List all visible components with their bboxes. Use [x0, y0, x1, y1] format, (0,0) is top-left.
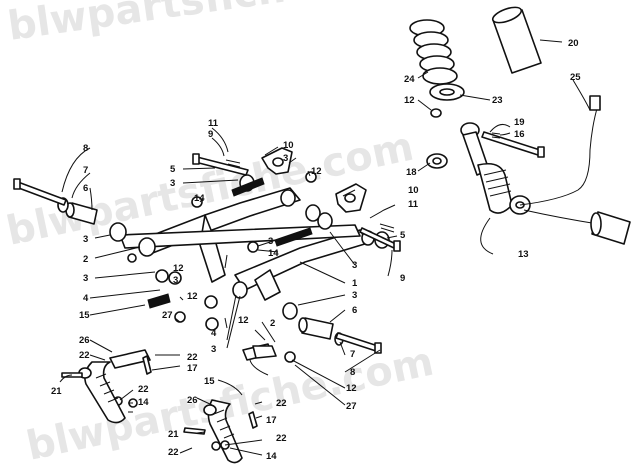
label-21-right: 21 — [168, 429, 179, 440]
label-11-top: 11 — [208, 118, 219, 129]
bolt-long-left — [13, 178, 67, 206]
label-2-left: 2 — [83, 254, 88, 265]
label-22-c: 22 — [276, 398, 287, 409]
label-14-c: 14 — [266, 451, 277, 462]
cotter-pins — [225, 132, 501, 233]
label-25: 25 — [570, 72, 581, 83]
label-12-e: 12 — [187, 291, 198, 302]
handle-arm-left — [78, 349, 151, 424]
label-16: 16 — [514, 129, 525, 140]
label-24: 24 — [404, 74, 415, 85]
label-3-d: 3 — [352, 290, 357, 301]
handle-arm-right — [203, 343, 277, 464]
shock-boot — [491, 6, 542, 74]
label-3-mid: 3 — [268, 236, 273, 247]
spring-coil — [409, 19, 458, 85]
label-27-mid: 27 — [162, 310, 173, 321]
label-22-d: 22 — [276, 433, 287, 444]
bolt-upper-left — [192, 153, 249, 176]
label-13: 13 — [518, 249, 529, 260]
label-7-left: 7 — [83, 165, 88, 176]
label-15-left: 15 — [79, 310, 90, 321]
label-3-b: 3 — [83, 273, 88, 284]
label-26-right: 26 — [187, 395, 198, 406]
bracket-right — [335, 183, 367, 213]
label-18: 18 — [406, 167, 417, 178]
label-9-right: 9 — [400, 273, 405, 284]
spacer-right — [298, 317, 334, 340]
label-21-left: 21 — [51, 386, 62, 397]
label-12-top: 12 — [311, 166, 322, 177]
label-12-c: 12 — [173, 263, 184, 274]
label-19: 19 — [514, 117, 525, 128]
leader-lines — [59, 39, 591, 456]
watermark-top: blwpartsfiche.com — [5, 0, 422, 50]
bolt-shock — [481, 131, 545, 158]
label-3-f: 3 — [211, 344, 216, 355]
label-5-top: 5 — [170, 164, 176, 175]
shock-bushing — [426, 153, 448, 169]
label-15-right: 15 — [204, 376, 215, 387]
label-17-mid: 17 — [187, 363, 198, 374]
label-2-mid: 2 — [270, 318, 275, 329]
label-3-a: 3 — [83, 234, 88, 245]
bracket-left — [261, 147, 293, 175]
bolt-upper-right — [359, 227, 401, 252]
label-17-right: 17 — [266, 415, 277, 426]
pads-small — [147, 177, 313, 309]
shock-absorber — [460, 122, 531, 215]
label-14-top: 14 — [194, 193, 205, 204]
label-3-c: 3 — [352, 260, 357, 271]
label-11-right: 11 — [408, 199, 419, 210]
label-27-right: 27 — [346, 401, 357, 412]
label-3-top2: 3 — [283, 153, 288, 164]
label-22-e: 22 — [168, 447, 179, 458]
label-10-top: 10 — [283, 140, 294, 151]
spring-seat — [429, 83, 465, 101]
cross-shaft — [119, 224, 361, 249]
label-4-mid: 4 — [211, 328, 217, 339]
label-6-right: 6 — [352, 305, 357, 316]
label-26-left: 26 — [79, 335, 90, 346]
label-3-top: 3 — [170, 178, 175, 189]
bolt-long-right — [335, 332, 382, 354]
label-14-mid: 14 — [268, 248, 279, 259]
callout-labels: 8 7 6 3 2 3 4 15 26 22 21 22 14 11 9 5 3… — [51, 38, 581, 462]
label-1: 1 — [352, 278, 358, 289]
label-8-right: 8 — [350, 367, 355, 378]
label-7-right: 7 — [350, 349, 355, 360]
label-22-left: 22 — [79, 350, 90, 361]
label-22-mid: 22 — [187, 352, 198, 363]
label-9-top: 9 — [208, 129, 213, 140]
label-6-left: 6 — [83, 183, 88, 194]
label-4-left: 4 — [83, 293, 89, 304]
label-12-shock: 12 — [404, 95, 415, 106]
label-5-right: 5 — [400, 230, 406, 241]
label-8-left: 8 — [83, 143, 88, 154]
label-12-d: 12 — [238, 315, 249, 326]
label-23: 23 — [492, 95, 503, 106]
label-14-b: 14 — [138, 397, 149, 408]
label-10-right: 10 — [408, 185, 419, 196]
cable-and-canister — [519, 95, 631, 245]
label-3-e: 3 — [173, 275, 178, 286]
label-20: 20 — [568, 38, 579, 49]
label-12-right: 12 — [346, 383, 357, 394]
label-22-b: 22 — [138, 384, 149, 395]
